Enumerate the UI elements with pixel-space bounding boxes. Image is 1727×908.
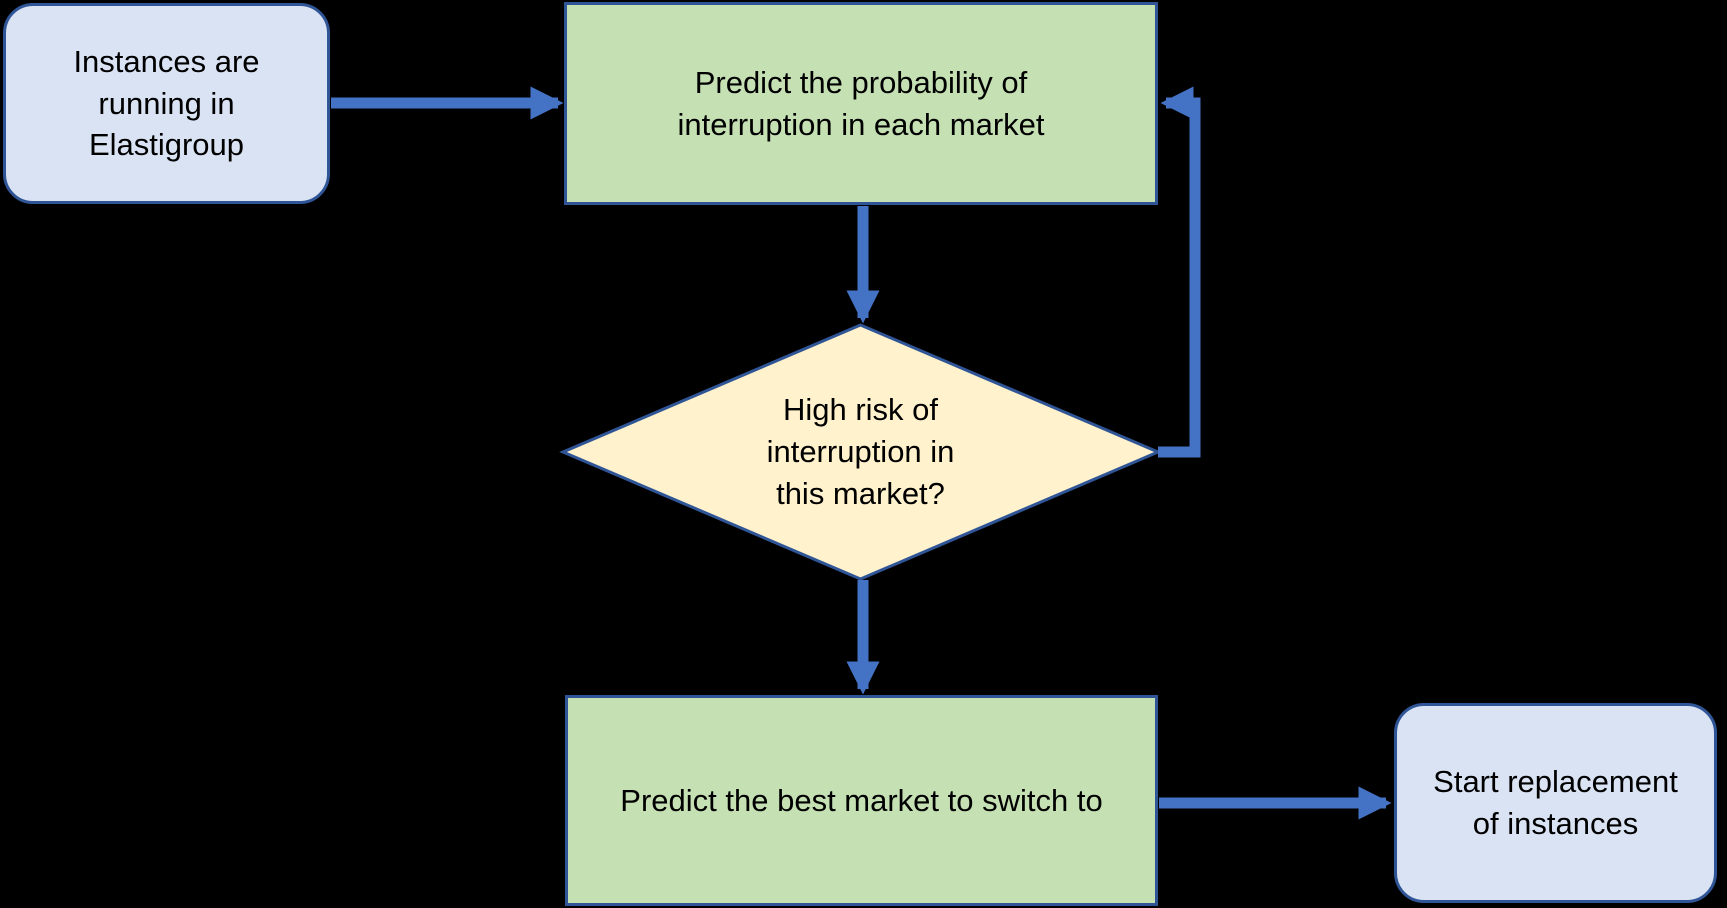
arrow-decision-loop-to-predict-probability [1158, 86, 1201, 458]
decision-diamond-shape [559, 323, 1162, 581]
node-decision-label: High risk of interruption in this market… [766, 392, 955, 511]
node-start-terminator: Instances are running in Elastigroup [3, 3, 330, 204]
node-predict-best-market-process: Predict the best market to switch to [565, 695, 1158, 906]
node-start-replacement-terminator: Start replacement of instances [1394, 703, 1717, 903]
node-predict-probability-process: Predict the probability of interruption … [564, 2, 1158, 205]
